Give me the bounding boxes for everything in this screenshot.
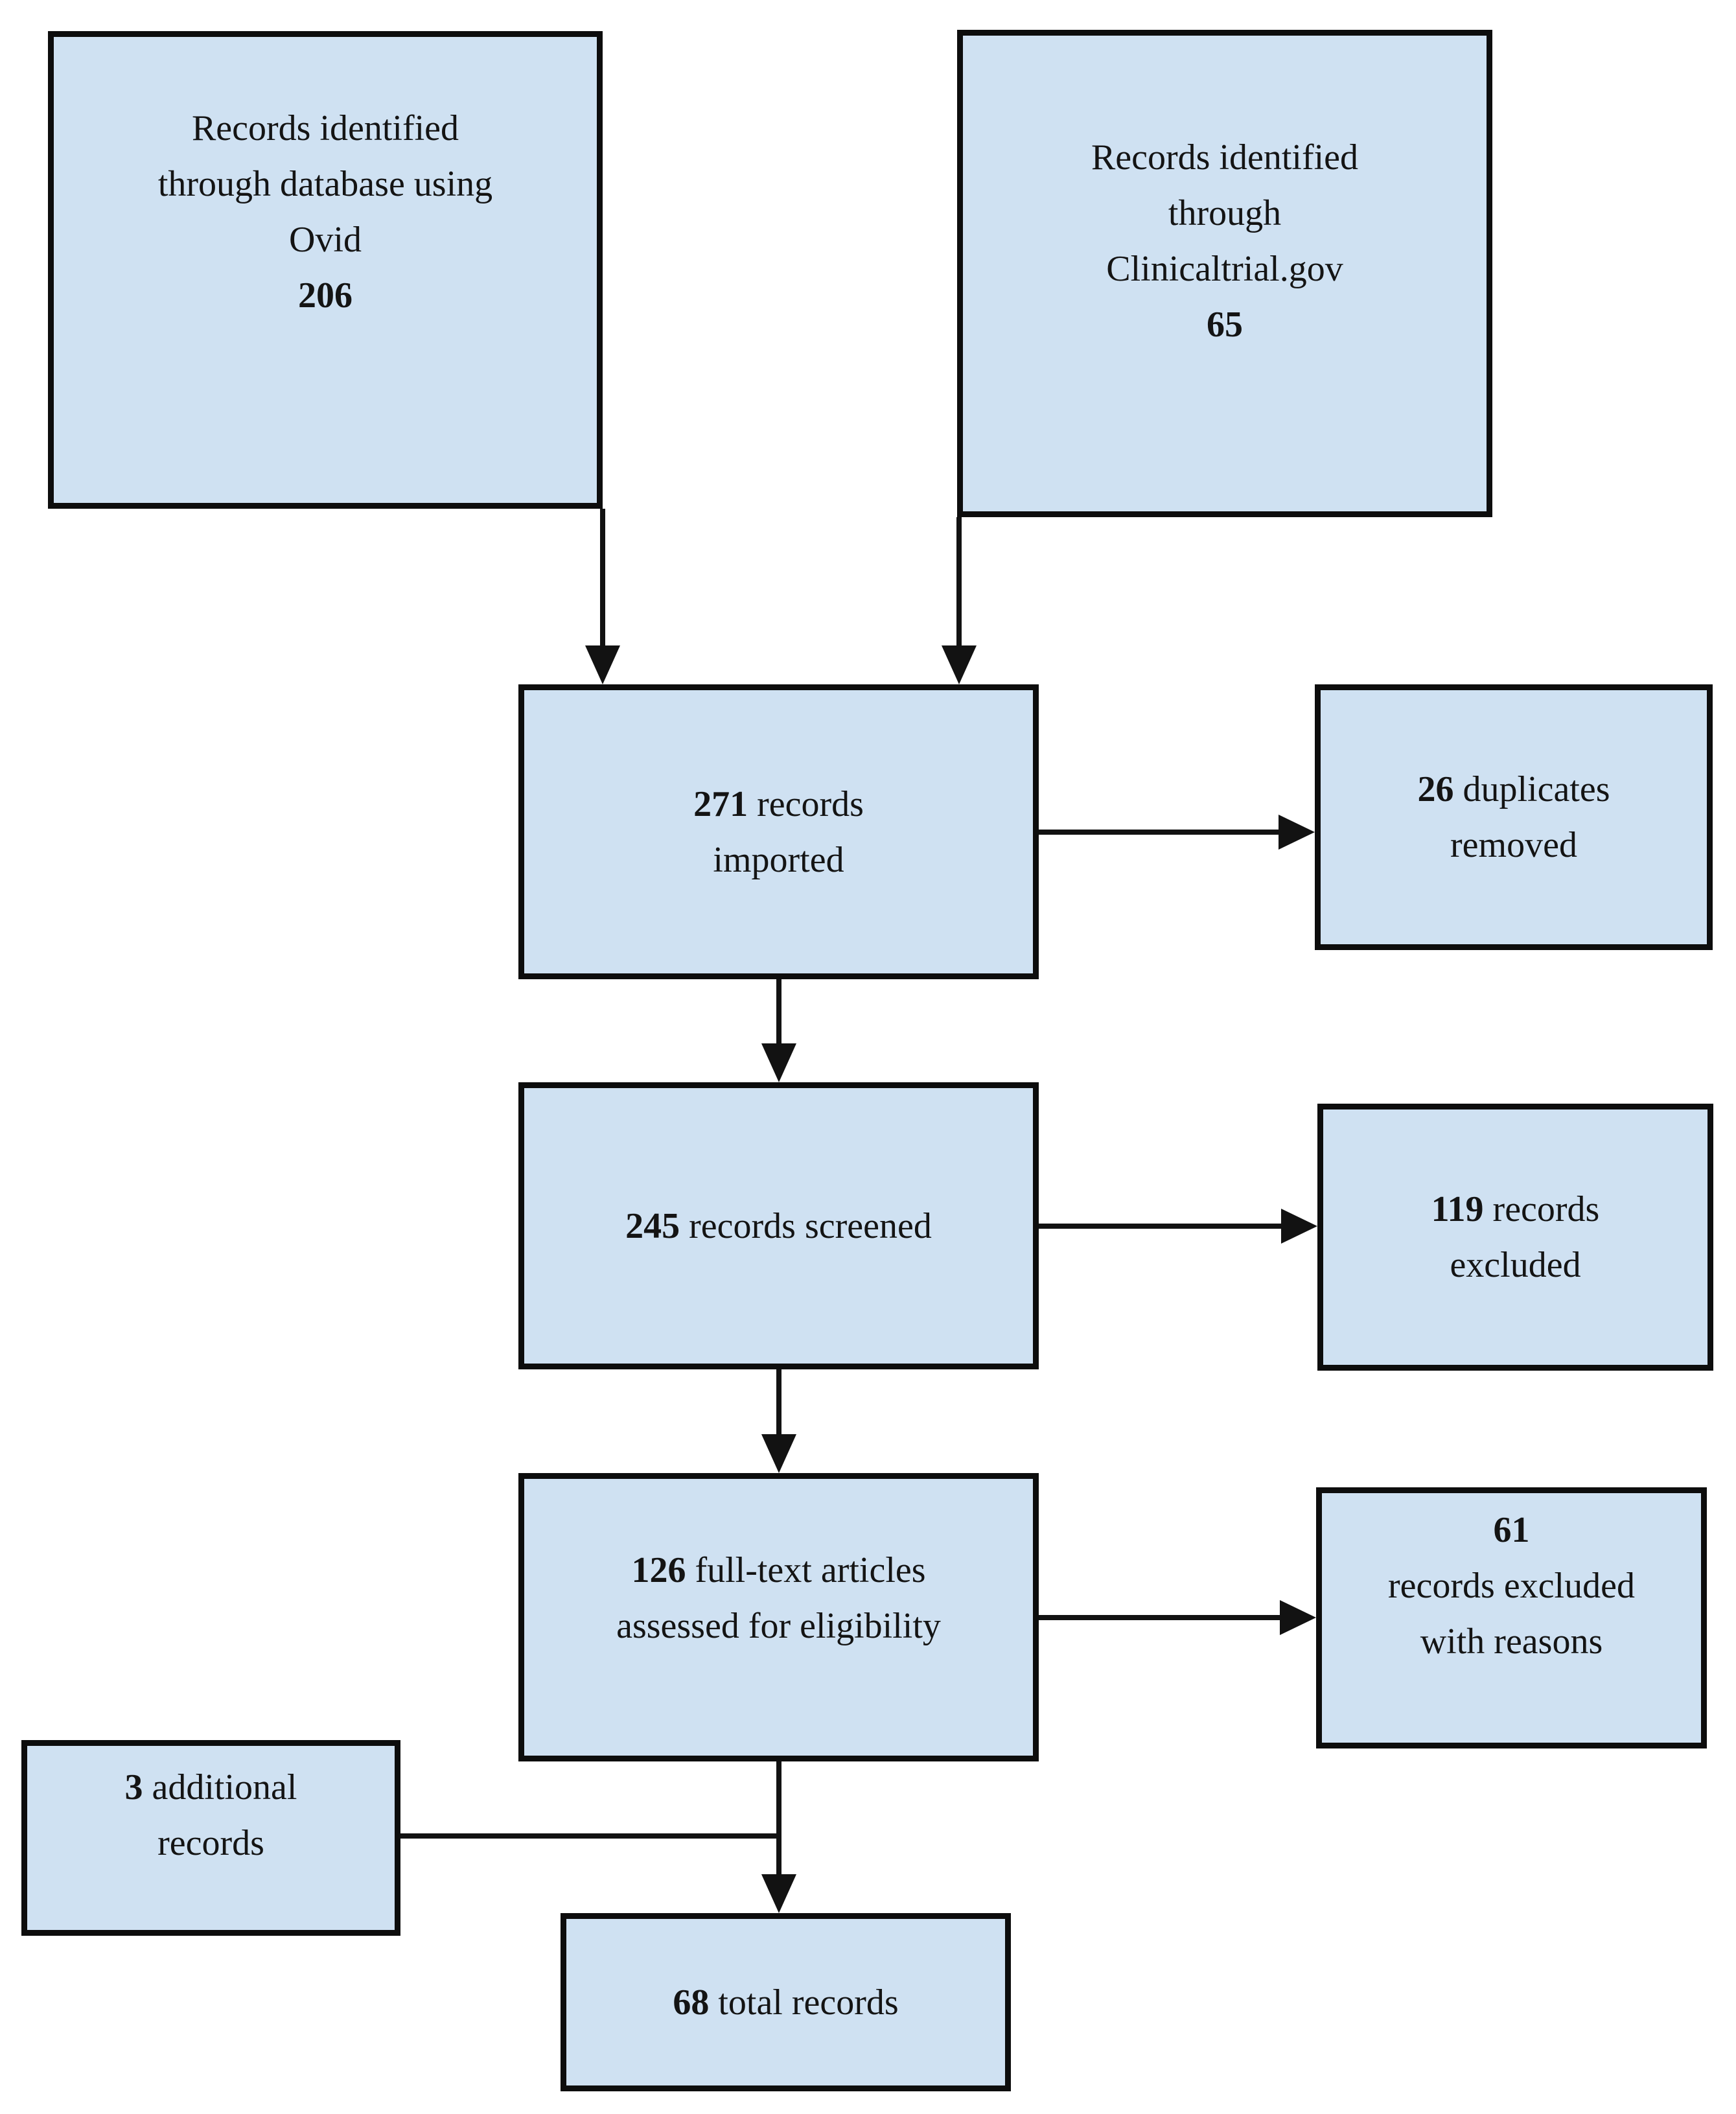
record-count: 65 xyxy=(1207,305,1243,345)
connector-clinicaltrial-to-imported xyxy=(956,517,962,645)
box-text: records xyxy=(748,784,864,824)
arrowhead-right-icon xyxy=(1281,1209,1317,1244)
box-text-line: removed xyxy=(1450,825,1577,865)
box-text-line: excluded xyxy=(1450,1245,1581,1285)
box-text-line: Clinicaltrial.gov xyxy=(1106,249,1343,289)
record-count: 245 xyxy=(625,1205,680,1246)
box-records-identified-clinicaltrial: Records identified through Clinicaltrial… xyxy=(957,30,1492,517)
box-duplicates-removed: 26 duplicates removed xyxy=(1315,684,1713,950)
box-fulltext-assessed: 126 full-text articles assessed for elig… xyxy=(518,1473,1039,1761)
box-text: records screened xyxy=(680,1205,932,1246)
box-text-line: records excluded xyxy=(1388,1565,1635,1606)
box-additional-records: 3 additional records xyxy=(21,1740,400,1936)
record-count: 61 xyxy=(1493,1509,1530,1550)
box-total-records: 68 total records xyxy=(561,1913,1011,2091)
box-text: duplicates xyxy=(1453,769,1610,809)
box-records-imported: 271 records imported xyxy=(518,684,1039,979)
record-count: 126 xyxy=(631,1550,686,1590)
arrowhead-down-icon xyxy=(942,645,977,684)
box-text-line: 126 full-text articles xyxy=(631,1542,925,1598)
arrowhead-down-icon xyxy=(761,1874,796,1913)
box-text-line: 245 records screened xyxy=(625,1198,932,1254)
connector-ovid-to-imported xyxy=(600,509,605,645)
connector-additional-to-total xyxy=(400,1833,781,1839)
box-text-line: Records identified xyxy=(191,108,459,148)
box-records-excluded: 119 records excluded xyxy=(1317,1104,1713,1371)
connector-screened-to-excluded xyxy=(1039,1224,1281,1229)
connector-fulltext-to-excluded xyxy=(1039,1615,1280,1620)
box-records-screened: 245 records screened xyxy=(518,1082,1039,1369)
box-text: records xyxy=(1483,1189,1600,1229)
record-count: 206 xyxy=(298,275,353,316)
box-text-line: 26 duplicates xyxy=(1417,761,1610,817)
record-count: 26 xyxy=(1417,769,1454,809)
record-count: 68 xyxy=(673,1982,710,2023)
arrowhead-right-icon xyxy=(1280,1600,1316,1635)
box-records-excluded-with-reasons: 61 records excluded with reasons xyxy=(1316,1487,1707,1748)
arrowhead-down-icon xyxy=(585,645,620,684)
connector-fulltext-to-total xyxy=(776,1761,781,1874)
box-text-line: Ovid xyxy=(289,219,362,260)
box-text-line: with reasons xyxy=(1420,1621,1603,1662)
connector-screened-to-fulltext xyxy=(776,1369,781,1434)
box-text-line: records xyxy=(157,1823,264,1863)
box-text-line: through xyxy=(1168,193,1282,233)
arrowhead-down-icon xyxy=(761,1043,796,1082)
arrowhead-right-icon xyxy=(1279,815,1315,850)
record-count: 271 xyxy=(693,784,748,824)
connector-imported-to-duplicates xyxy=(1039,830,1280,835)
box-text-line: Records identified xyxy=(1091,137,1359,178)
box-text: additional xyxy=(143,1767,297,1807)
box-text-line: imported xyxy=(713,839,844,880)
box-records-identified-ovid: Records identified through database usin… xyxy=(48,31,603,509)
box-text: full-text articles xyxy=(686,1550,926,1590)
box-text: total records xyxy=(709,1982,899,2023)
box-text-line: 3 additional xyxy=(125,1760,297,1815)
box-text-line: assessed for eligibility xyxy=(616,1605,941,1646)
box-text-line: through database using xyxy=(157,163,493,204)
record-count: 3 xyxy=(124,1767,143,1807)
box-text-line: 271 records xyxy=(693,776,864,832)
box-text-line: 68 total records xyxy=(673,1975,898,2030)
record-count: 119 xyxy=(1431,1189,1484,1229)
arrowhead-down-icon xyxy=(761,1434,796,1473)
connector-imported-to-screened xyxy=(776,979,781,1043)
box-text-line: 119 records xyxy=(1431,1181,1600,1237)
